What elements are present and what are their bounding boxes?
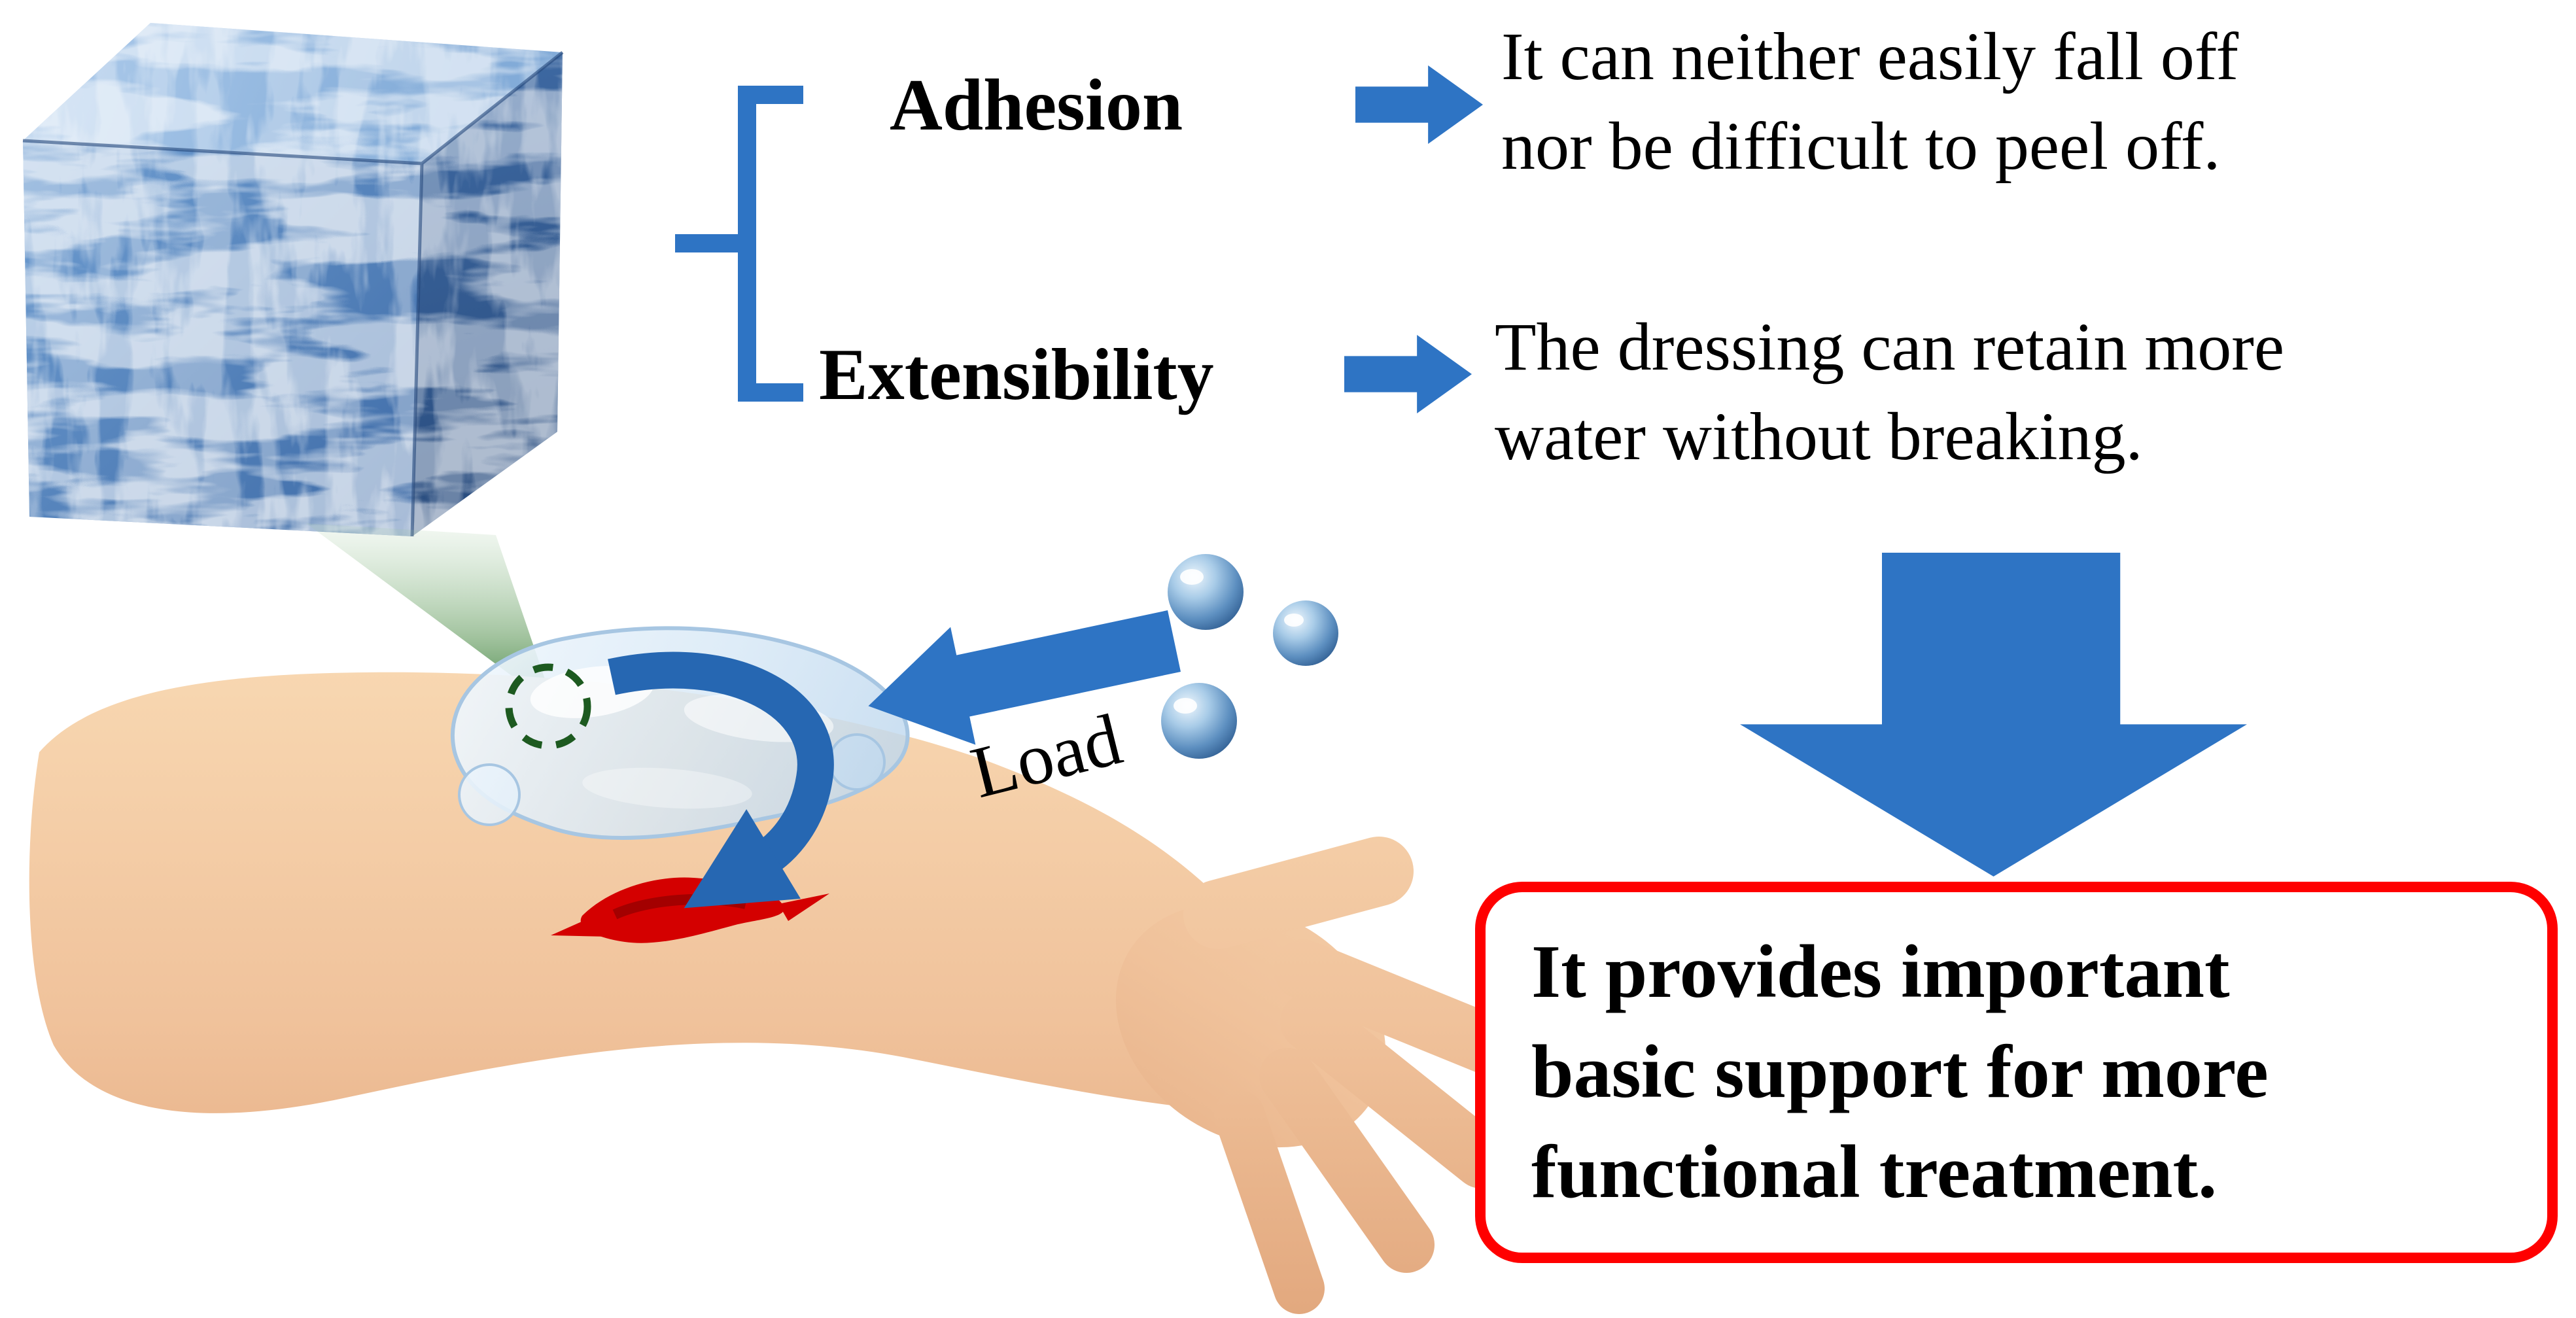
hydrogel-dressing <box>450 626 910 840</box>
text-line: It can neither easily fall off <box>1501 19 2239 94</box>
extensibility-explanation: The dressing can retain more water witho… <box>1495 302 2284 482</box>
text-line: basic support for more <box>1531 1030 2269 1115</box>
droplet-3-highlight <box>1174 698 1197 714</box>
dressing-lobe-left <box>458 763 521 826</box>
pinky-finger <box>1214 1090 1325 1314</box>
text-line: nor be difficult to peel off. <box>1501 109 2221 184</box>
adhesion-explanation: It can neither easily fall off nor be di… <box>1501 12 2238 192</box>
text-line: functional treatment. <box>1531 1130 2218 1215</box>
droplet-1 <box>1168 554 1244 630</box>
ring-finger <box>1259 1048 1435 1273</box>
wound-spike-left <box>551 917 608 937</box>
load-arrow-icon <box>868 610 1181 745</box>
middle-finger <box>1280 992 1511 1188</box>
index-finger <box>1273 939 1523 1077</box>
projection-cone <box>306 523 555 708</box>
droplet-1-highlight <box>1180 569 1204 585</box>
droplet-3 <box>1161 683 1237 759</box>
cube-edges <box>22 51 564 537</box>
water-droplets <box>1161 554 1338 759</box>
dressing-shine-3 <box>582 767 752 809</box>
thumb <box>1183 837 1414 949</box>
text-line: water without breaking. <box>1495 399 2143 475</box>
cube-front-fiber-texture <box>23 141 422 536</box>
load-arrow-shape <box>868 610 1181 745</box>
text-line: The dressing can retain more <box>1495 309 2285 385</box>
hydrogel-cube-icon <box>22 23 564 537</box>
extensibility-label: Extensibility <box>819 334 1214 415</box>
wound-spike-right <box>778 893 829 921</box>
text-line: It provides important <box>1531 930 2230 1014</box>
droplet-2-highlight <box>1284 614 1304 627</box>
droplet-2 <box>1273 600 1338 666</box>
bracket-icon <box>675 86 803 402</box>
fingers <box>1183 837 1523 1314</box>
apply-arrow-icon <box>608 651 834 909</box>
dashed-target-circle-icon <box>505 663 591 750</box>
conclusion-box: It provides important basic support for … <box>1475 882 2558 1264</box>
adhesion-label: Adhesion <box>890 65 1183 146</box>
dressing-lobe-right <box>828 733 886 791</box>
